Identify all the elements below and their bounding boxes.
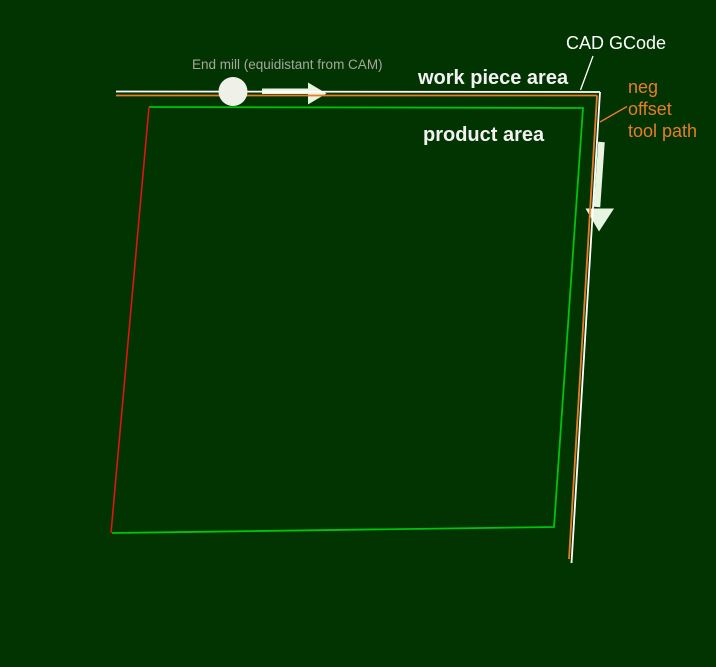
down-arrow-shaft [593, 141, 605, 208]
cad-gcode-pointer-line [579, 55, 594, 91]
feed-arrow-head [308, 82, 327, 105]
neg-offset-label-line3: tool path [628, 121, 698, 141]
product-area-label: product area [423, 124, 545, 146]
cad-gcode-label: CAD GCode [566, 33, 667, 53]
feed-direction-arrow [262, 82, 327, 105]
neg-offset-pointer-line [599, 105, 628, 123]
cad-gcode-right-line [570, 91, 601, 564]
end-mill-circle [218, 77, 248, 106]
neg-offset-right-line [568, 95, 598, 560]
work-piece-area-label: work piece area [418, 67, 569, 89]
product-area-outline [111, 106, 584, 534]
neg-offset-tool-path-label: neg offset tool path [628, 76, 697, 142]
product-left-edge-red [110, 106, 150, 534]
neg-offset-label-line1: neg [628, 77, 659, 97]
end-mill-label: End mill (equidistant from CAM) [192, 57, 383, 72]
neg-offset-label-line2: offset [628, 99, 672, 119]
cad-gcode-top-line [115, 90, 601, 93]
